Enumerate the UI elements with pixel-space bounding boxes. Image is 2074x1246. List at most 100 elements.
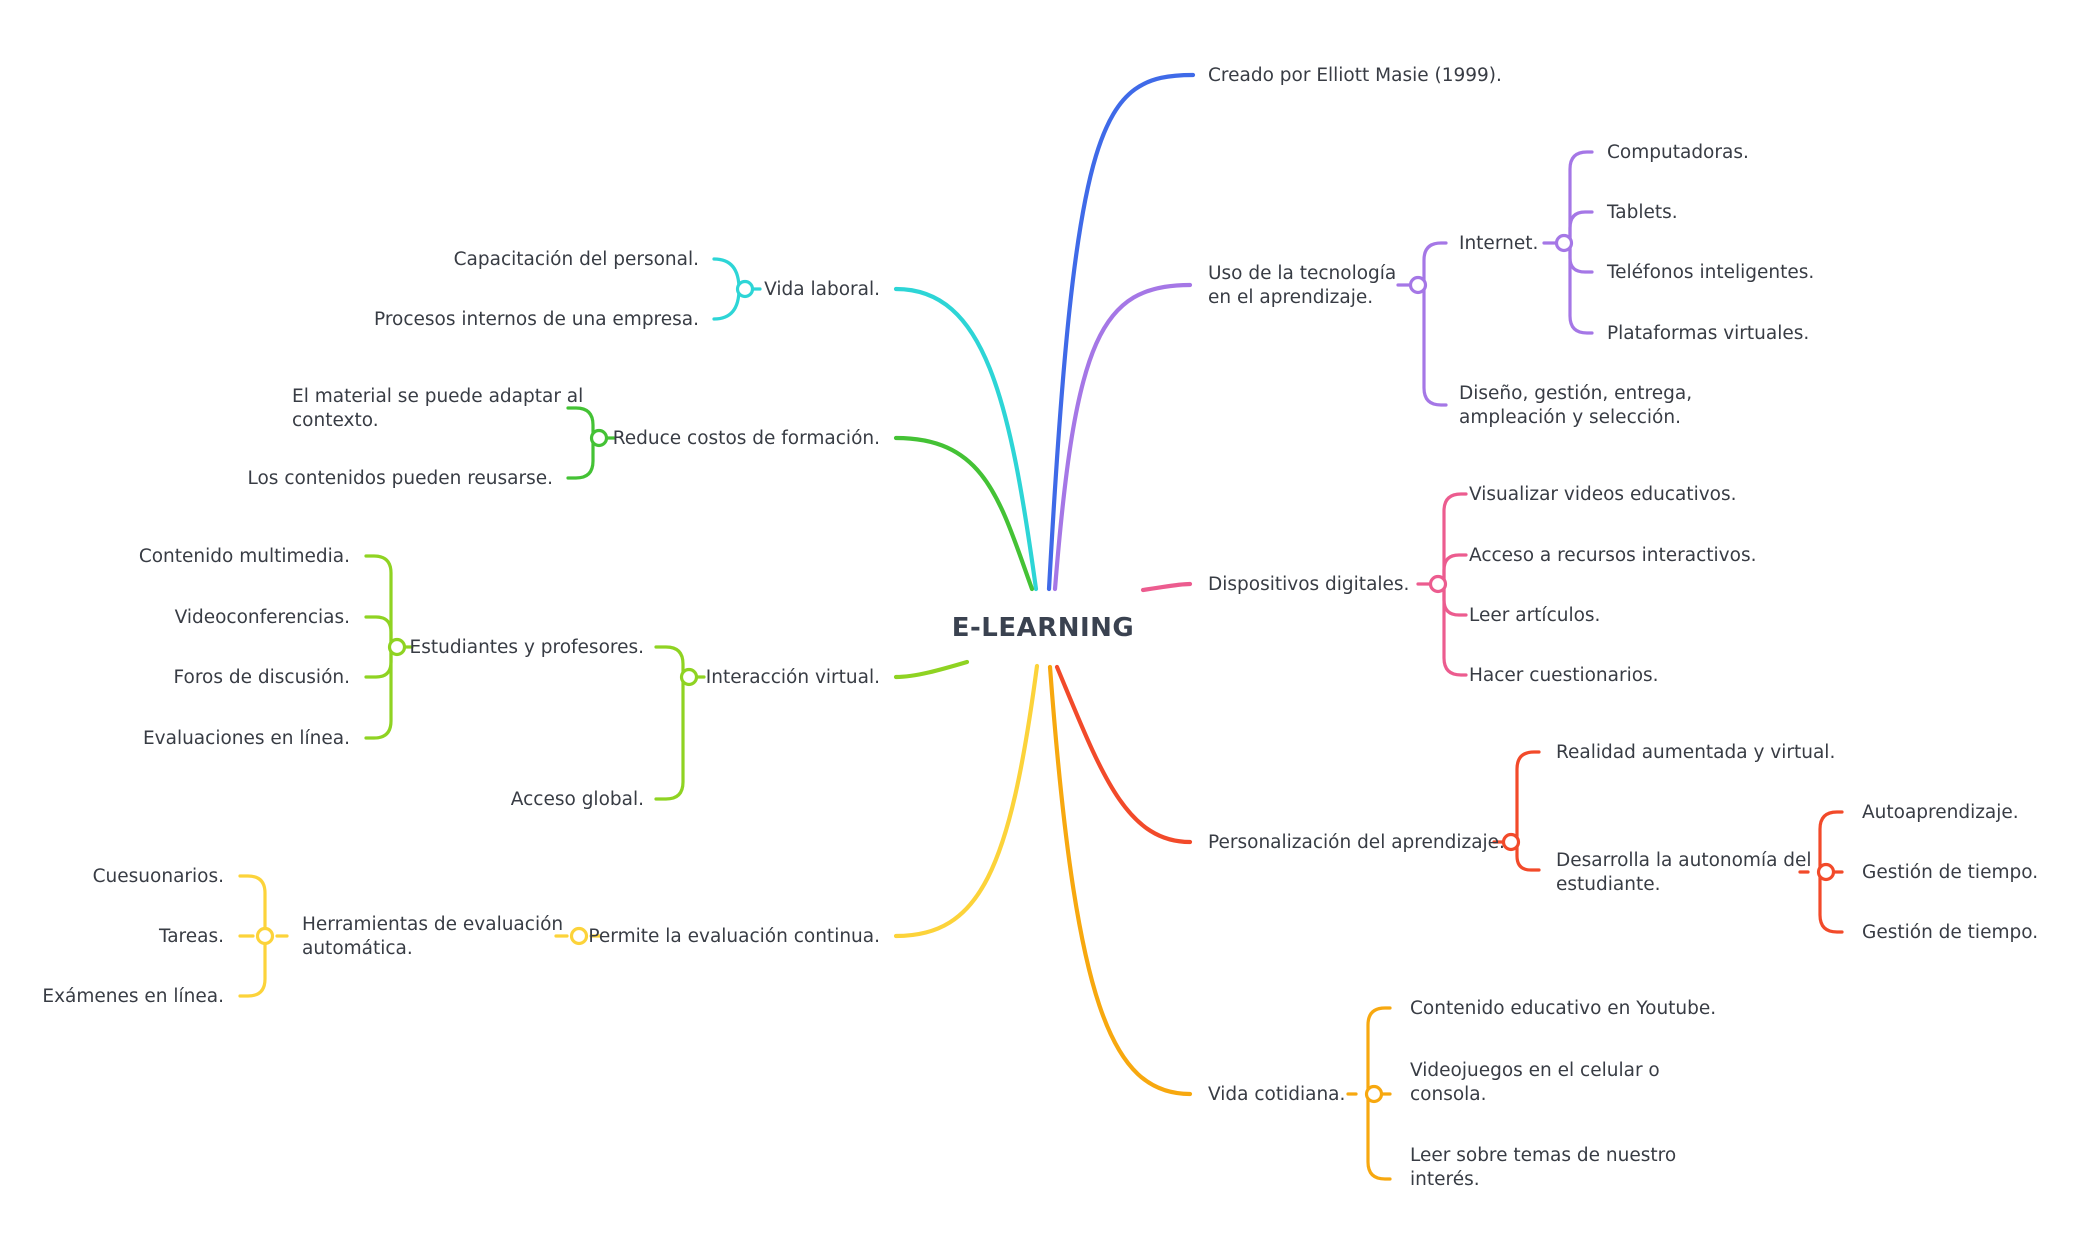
node-leer[interactable]: Leer sobre temas de nuestro interés. [1410,1145,1682,1190]
node-diseno-line-1: Diseño, gestión, entrega, [1459,383,1692,404]
node-reusar[interactable]: Los contenidos pueden reusarse. [248,468,554,489]
estudiantes-item-0-connector [364,554,393,649]
cotidiana-junction-node[interactable] [1364,1084,1384,1104]
branch-creado-line [1046,72,1196,592]
node-uso[interactable]: Uso de la tecnología en el aprendizaje. [1208,263,1402,308]
node-herramientas-line-2: automática. [302,938,413,959]
laboral-junction-node[interactable] [735,279,755,299]
cotidiana-leer-connector [1366,1092,1392,1181]
internet-item-2[interactable]: Teléfonos inteligentes. [1606,262,1814,283]
node-interaccion[interactable]: Interacción virtual. [706,667,880,688]
autonomia-item-1[interactable]: Gestión de tiempo. [1862,862,2038,883]
herramientas-item-1[interactable]: Tareas. [158,926,224,947]
node-material[interactable]: El material se puede adaptar al contexto… [292,386,589,431]
node-autonomia-line-1: Desarrolla la autonomía del [1556,850,1812,871]
autonomia-item-2[interactable]: Gestión de tiempo. [1862,922,2038,943]
branch-costos-line [893,435,1035,592]
estudiantes-item-2[interactable]: Foros de discusión. [174,667,350,688]
interaccion-global-connector [654,675,685,801]
node-herramientas[interactable]: Herramientas de evaluación automática. [302,914,569,959]
internet-item-1-connector [1568,210,1594,245]
dispositivos-junction-node[interactable] [1428,574,1448,594]
uso-diseno-connector [1422,283,1448,407]
node-videojuegos-line-1: Videojuegos en el celular o [1410,1060,1660,1081]
node-laboral[interactable]: Vida laboral. [764,279,880,300]
laboral-item-1[interactable]: Procesos internos de una empresa. [374,309,699,330]
dispositivos-item-0-connector [1442,492,1468,586]
personalizacion-realidad-connector [1515,750,1541,844]
personalizacion-junction-node[interactable] [1501,832,1521,852]
herramientas-junction-node[interactable] [255,926,275,946]
cotidiana-item-0-connector [1366,1006,1392,1096]
node-videojuegos[interactable]: Videojuegos en el celular o consola. [1410,1060,1666,1105]
branch-laboral-line [893,286,1039,592]
branch-personalizacion-line [1054,664,1193,845]
dispositivos-item-1[interactable]: Acceso a recursos interactivos. [1469,545,1756,566]
node-material-line-2: contexto. [292,410,379,431]
estudiantes-item-0[interactable]: Contenido multimedia. [139,546,350,567]
laboral-item-0[interactable]: Capacitación del personal. [454,249,699,270]
autonomia-item-0-connector [1818,810,1844,874]
internet-item-3-connector [1568,241,1594,335]
branch-evaluacion-line [893,663,1040,939]
interaccion-junction-node[interactable] [679,667,699,687]
dispositivos-item-2[interactable]: Leer artículos. [1469,605,1600,626]
node-global[interactable]: Acceso global. [511,789,644,810]
autonomia-item-2-connector [1818,870,1844,934]
node-estudiantes[interactable]: Estudiantes y profesores. [410,637,644,658]
internet-item-1[interactable]: Tablets. [1606,202,1678,223]
herramientas-item-0-connector [238,874,267,938]
branch-interaccion-line [893,659,970,680]
dispositivos-item-2-connector [1442,582,1468,617]
herramientas-item-2[interactable]: Exámenes en línea. [42,986,224,1007]
interaccion-estudiantes-connector [654,645,685,679]
node-dispositivos[interactable]: Dispositivos digitales. [1208,574,1409,595]
internet-item-3[interactable]: Plataformas virtuales. [1607,323,1809,344]
costos-material-connector [566,406,595,440]
internet-item-0[interactable]: Computadoras. [1607,142,1749,163]
dispositivos-item-3[interactable]: Hacer cuestionarios. [1469,665,1659,686]
node-uso-line-2: en el aprendizaje. [1208,287,1373,308]
node-costos[interactable]: Reduce costos de formación. [613,428,880,449]
central-topic[interactable]: E-LEARNING [952,613,1135,643]
node-uso-line-1: Uso de la tecnología [1208,263,1396,284]
dispositivos-item-0[interactable]: Visualizar videos educativos. [1469,484,1737,505]
node-realidad[interactable]: Realidad aumentada y virtual. [1556,742,1835,763]
node-cotidiana[interactable]: Vida cotidiana. [1208,1084,1345,1105]
estudiantes-item-3[interactable]: Evaluaciones en línea. [143,728,350,749]
costos-reusar-connector [566,436,595,480]
dispositivos-item-3-connector [1442,582,1468,677]
internet-item-2-connector [1568,241,1594,274]
node-personalizacion[interactable]: Personalización del aprendizaje. [1208,832,1505,853]
node-material-line-1: El material se puede adaptar al [292,386,583,407]
node-creado[interactable]: Creado por Elliott Masie (1999). [1208,65,1502,86]
branch-cotidiana-line [1047,664,1193,1097]
branch-dispositivos-line [1140,581,1193,593]
autonomia-junction-node[interactable] [1816,862,1836,882]
estudiantes-item-1[interactable]: Videoconferencias. [175,607,350,628]
estudiantes-item-3-connector [364,645,393,740]
node-diseno[interactable]: Diseño, gestión, entrega, ampleación y s… [1459,383,1698,428]
cotidiana-item-0[interactable]: Contenido educativo en Youtube. [1410,998,1716,1019]
node-evaluacion[interactable]: Permite la evaluación continua. [588,926,880,947]
autonomia-item-0[interactable]: Autoaprendizaje. [1862,802,2019,823]
node-internet[interactable]: Internet. [1459,233,1538,254]
internet-item-0-connector [1568,150,1594,245]
evaluacion-junction-node[interactable] [569,926,589,946]
dispositivos-item-1-connector [1442,553,1468,586]
costos-junction-node[interactable] [589,428,609,448]
laboral-item-0-connector [712,257,741,291]
uso-junction-node[interactable] [1408,275,1428,295]
estudiantes-item-2-connector [364,645,393,679]
node-autonomia[interactable]: Desarrolla la autonomía del estudiante. [1556,850,1817,895]
node-autonomia-line-2: estudiante. [1556,874,1660,895]
node-diseno-line-2: ampleación y selección. [1459,407,1681,428]
branch-uso-line [1052,282,1193,592]
herramientas-item-0[interactable]: Cuesuonarios. [93,866,224,887]
node-leer-line-2: interés. [1410,1169,1480,1190]
herramientas-item-2-connector [238,934,267,998]
node-herramientas-line-1: Herramientas de evaluación [302,914,563,935]
internet-junction-node[interactable] [1554,233,1574,253]
estudiantes-junction-node[interactable] [387,637,407,657]
